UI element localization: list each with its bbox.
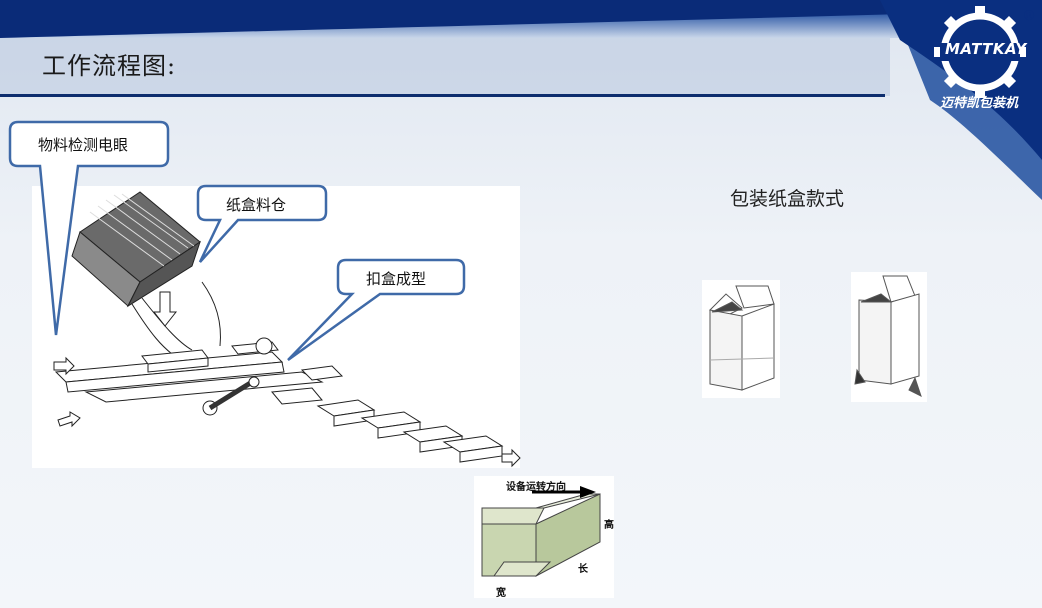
length-label: 长 [578, 564, 588, 575]
direction-diagram-panel: 设备运转方向 高 长 宽 [474, 476, 614, 599]
page-title: 工作流程图: [42, 52, 177, 80]
callout-sensor-label: 物料检测电眼 [38, 136, 129, 154]
box-style-1-drawing [709, 285, 775, 391]
unfolded-box-drawing [481, 486, 601, 577]
workflow-machine-drawing [53, 191, 521, 468]
direction-arrowhead [580, 486, 596, 498]
callout-magazine-label: 纸盒料仓 [226, 196, 287, 214]
height-label: 高 [604, 520, 614, 531]
callout-forming-bubble [287, 258, 466, 362]
registered-mark: ® [1022, 8, 1036, 24]
box-style-2-drawing [854, 275, 922, 397]
box-styles-title: 包装纸盒款式 [730, 188, 845, 210]
callout-magazine-bubble [196, 184, 328, 263]
width-label: 宽 [496, 588, 506, 599]
gear-logo-icon [934, 6, 1026, 98]
callout-sensor-bubble [8, 120, 170, 336]
box-style-2 [851, 272, 927, 402]
logo-brand: MATTKAY [945, 40, 1027, 58]
box-style-1 [702, 280, 780, 398]
direction-label: 设备运转方向 [506, 482, 566, 493]
logo-tagline: 迈特凯包装机 [940, 96, 1019, 111]
callout-forming-label: 扣盒成型 [366, 270, 427, 288]
workflow-diagram-panel [32, 186, 521, 468]
